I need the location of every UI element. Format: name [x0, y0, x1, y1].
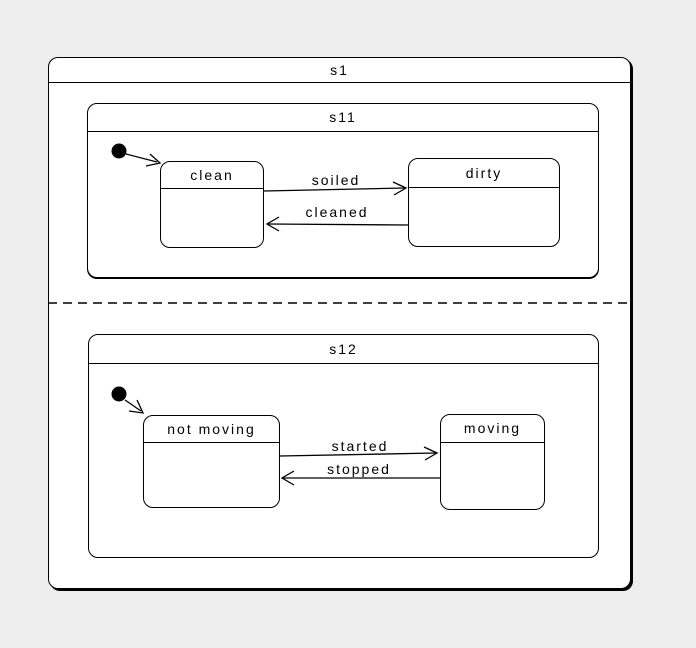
transition-label-soiled: soiled	[311, 172, 361, 188]
state-not-moving-title: not moving	[144, 416, 279, 443]
transition-label-stopped: stopped	[327, 461, 391, 477]
state-not-moving: not moving	[143, 415, 280, 508]
state-clean-title: clean	[161, 162, 263, 189]
state-s1-title: s1	[49, 58, 630, 83]
state-s11-title: s11	[88, 104, 598, 132]
transition-label-cleaned: cleaned	[305, 204, 369, 220]
state-s12-title: s12	[89, 335, 598, 364]
state-dirty: dirty	[408, 158, 560, 247]
state-dirty-title: dirty	[409, 159, 559, 188]
state-moving: moving	[440, 414, 545, 510]
transition-label-started: started	[331, 438, 389, 454]
state-clean: clean	[160, 161, 264, 248]
state-moving-title: moving	[441, 415, 544, 443]
